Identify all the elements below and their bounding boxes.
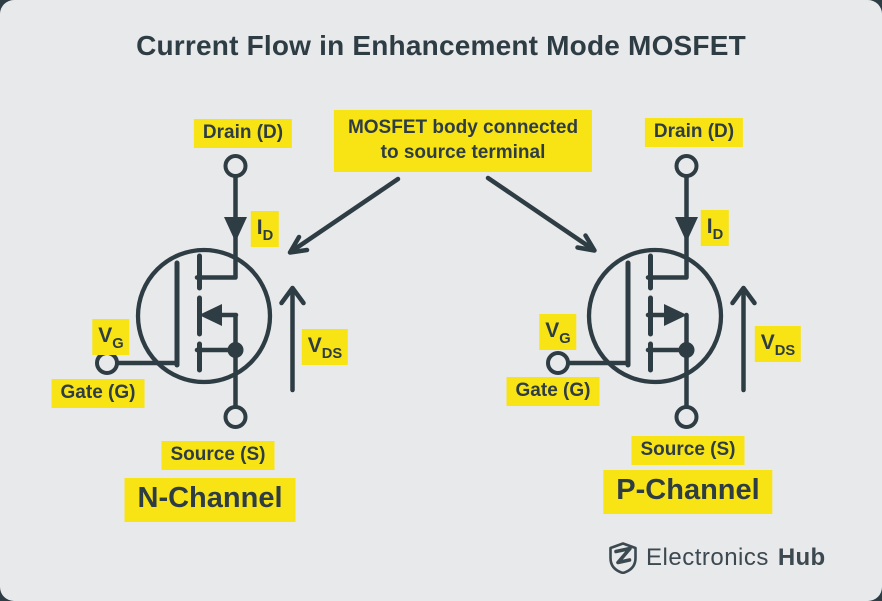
drain-current-arrowhead <box>675 217 698 242</box>
p-source-label: Source (S) <box>631 436 745 465</box>
symbol-base: V <box>545 319 560 342</box>
symbol-base: I <box>256 216 263 239</box>
p-vds-label: VDS <box>754 326 802 363</box>
symbol-sub: D <box>712 226 724 243</box>
gate-terminal-circle <box>546 351 570 375</box>
p-gate-label: Gate (G) <box>506 377 600 406</box>
callout-arrow-left <box>287 176 401 255</box>
symbol-base: V <box>760 331 775 354</box>
body-arrow-outward <box>664 304 687 326</box>
body-source-junction-dot <box>678 342 695 358</box>
callout-line-2: to source terminal <box>380 142 546 163</box>
n-drain-current-label: ID <box>250 211 280 248</box>
source-terminal-circle <box>223 405 248 429</box>
brand-logo: Electronics Hub <box>609 542 825 574</box>
source-terminal-circle <box>674 405 699 429</box>
body-connection-callout: MOSFET body connected to source terminal <box>333 110 593 172</box>
n-vds-label: VDS <box>301 329 349 366</box>
symbol-sub: D <box>262 227 274 244</box>
brand-name: Electronics <box>646 544 769 571</box>
drain-terminal-circle <box>674 154 699 178</box>
callout-line-1: MOSFET body connected <box>347 117 579 138</box>
transistor-body-circle <box>135 247 273 385</box>
symbol-base: I <box>706 215 713 238</box>
gate-terminal-circle <box>95 351 119 375</box>
body-arrow-inward <box>199 304 222 326</box>
p-channel-mosfet-symbol <box>546 154 757 429</box>
drain-terminal-circle <box>223 154 248 178</box>
symbol-sub: DS <box>321 345 343 362</box>
transistor-body-circle <box>586 247 724 385</box>
shield-bolt-icon <box>609 542 637 574</box>
symbol-sub: G <box>112 335 124 352</box>
vds-arrow <box>730 285 757 393</box>
drain-current-arrowhead <box>224 217 247 242</box>
body-source-junction-dot <box>227 342 244 358</box>
p-gate-voltage-label: VG <box>539 314 577 351</box>
symbol-sub: DS <box>774 342 796 359</box>
n-drain-label: Drain (D) <box>193 119 293 148</box>
vds-arrow <box>279 285 306 393</box>
symbol-base: V <box>307 334 322 357</box>
p-channel-title: P-Channel <box>603 470 773 514</box>
page-title: Current Flow in Enhancement Mode MOSFET <box>136 30 746 61</box>
n-gate-voltage-label: VG <box>92 319 130 356</box>
n-source-label: Source (S) <box>161 441 275 470</box>
symbol-base: V <box>98 324 113 347</box>
p-drain-label: Drain (D) <box>644 118 744 147</box>
symbol-sub: G <box>559 330 571 347</box>
n-channel-title: N-Channel <box>124 478 296 522</box>
p-drain-current-label: ID <box>700 210 730 247</box>
callout-arrow-right <box>485 175 597 253</box>
n-gate-label: Gate (G) <box>51 379 145 408</box>
brand-name-bold: Hub <box>777 544 826 571</box>
